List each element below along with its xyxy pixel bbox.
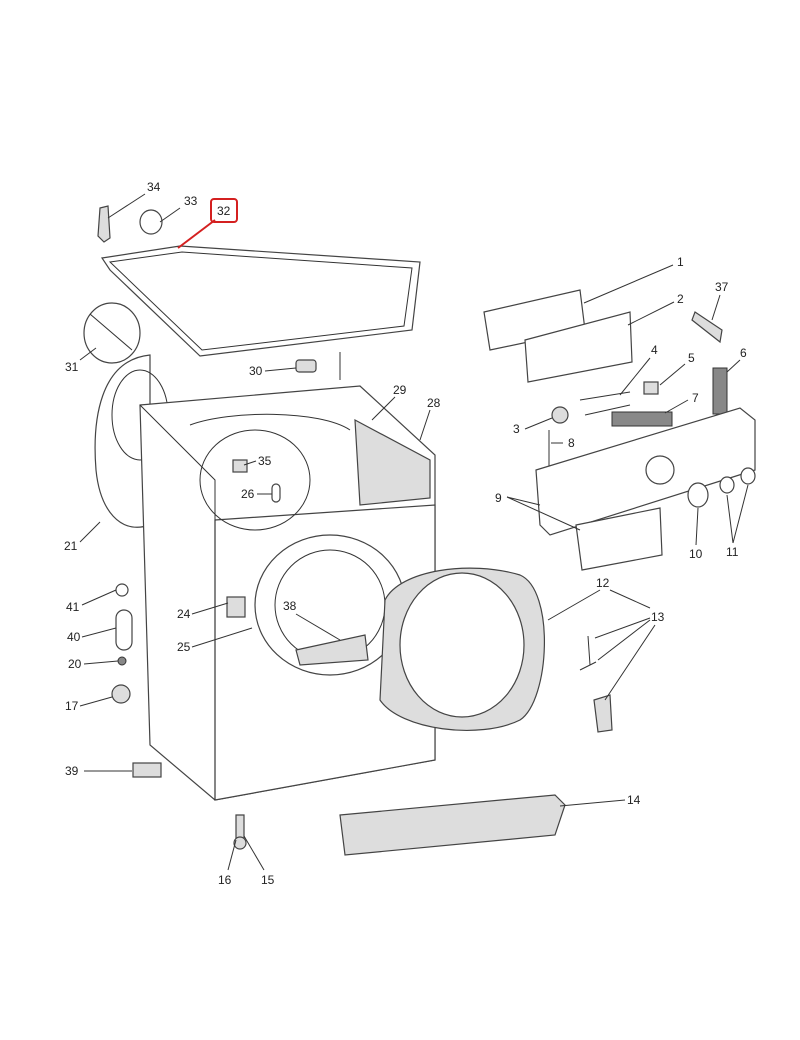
callout-37[interactable]: 37 [715,280,729,294]
callout-17[interactable]: 17 [65,699,79,713]
callout-2[interactable]: 2 [677,292,684,306]
clip-part [97,205,111,243]
part-5 [643,381,659,395]
foot-part [235,814,245,841]
callout-12[interactable]: 12 [596,576,610,590]
part-7 [611,411,673,427]
part-24 [226,596,246,618]
cap-part [139,209,163,235]
part-17 [111,684,131,704]
callout-32[interactable]: 32 [217,204,231,218]
callout-20[interactable]: 20 [68,657,82,671]
callout-34[interactable]: 34 [147,180,161,194]
callout-29[interactable]: 29 [393,383,407,397]
callout-11[interactable]: 11 [726,545,739,559]
part-37 [691,311,723,344]
callout-38[interactable]: 38 [283,599,297,613]
part-10 [687,482,709,508]
callout-10[interactable]: 10 [689,547,703,561]
door-handle-part [593,694,613,733]
kickplate-part [339,794,566,856]
callout-40[interactable]: 40 [67,630,81,644]
callout-5[interactable]: 5 [688,351,695,365]
callout-25[interactable]: 25 [177,640,191,654]
part-26 [271,483,281,503]
callout-1[interactable]: 1 [677,255,684,269]
callout-41[interactable]: 41 [66,600,80,614]
callout-7[interactable]: 7 [692,391,699,405]
part-11a [719,476,735,494]
part-20 [117,656,127,666]
top-lid-part[interactable] [100,245,421,357]
door-part[interactable] [379,567,545,731]
part-41 [115,583,129,597]
cabinet [139,385,436,801]
callout-21[interactable]: 21 [64,539,78,553]
callout-8[interactable]: 8 [568,436,575,450]
module-part [524,311,633,383]
callout-16[interactable]: 16 [218,873,232,887]
part-3 [551,406,569,424]
callout-26[interactable]: 26 [241,487,255,501]
callout-31[interactable]: 31 [65,360,79,374]
callout-15[interactable]: 15 [261,873,275,887]
callout-6[interactable]: 6 [740,346,747,360]
part-40 [115,609,133,651]
callout-35[interactable]: 35 [258,454,272,468]
callout-33[interactable]: 33 [184,194,198,208]
callout-13[interactable]: 13 [651,610,665,624]
door-seal-part [94,354,151,528]
part-39 [132,762,162,778]
callout-4[interactable]: 4 [651,343,658,357]
part-11b [740,467,756,485]
callout-30[interactable]: 30 [249,364,263,378]
highlight-box-32 [210,198,238,223]
part-35 [232,459,248,473]
callout-39[interactable]: 39 [65,764,79,778]
part-30 [295,359,317,373]
callout-28[interactable]: 28 [427,396,441,410]
callout-3[interactable]: 3 [513,422,520,436]
callout-24[interactable]: 24 [177,607,191,621]
leader-lines [79,193,749,871]
callout-14[interactable]: 14 [627,793,641,807]
part-6 [712,367,728,415]
callout-9[interactable]: 9 [495,491,502,505]
